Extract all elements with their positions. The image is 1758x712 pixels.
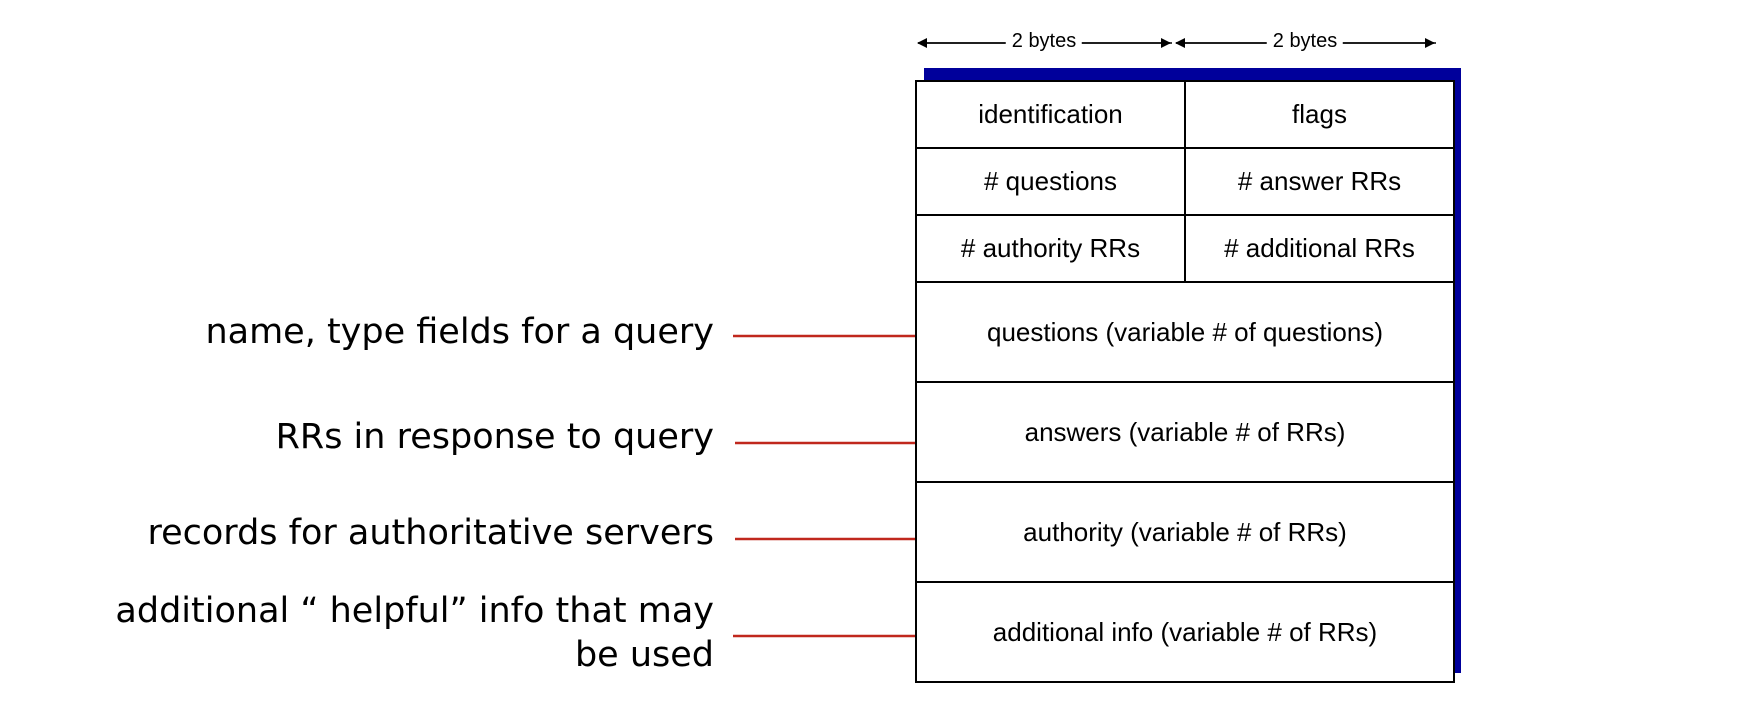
annotation-additional: additional “ helpful” info that may be u… (115, 589, 714, 677)
authority-rrs-count-field: # authority RRs (960, 233, 1141, 263)
questions-section-label: questions (variable # of questions) (986, 316, 1383, 347)
header-row-id-flags: identification flags (917, 82, 1453, 149)
authority-section: authority (variable # of RRs) (917, 483, 1453, 583)
right-width-label: 2 bytes (1266, 30, 1344, 53)
annotation-additional-line-2: be used (574, 635, 714, 675)
answers-section-label: answers (variable # of RRs) (1024, 416, 1346, 447)
flags-field: flags (1184, 82, 1453, 147)
additional-section-label: additional info (variable # of RRs) (992, 616, 1378, 647)
annotation-authority: records for authoritative servers (148, 511, 715, 555)
annotation-answers: RRs in response to query (276, 415, 714, 459)
additional-rrs-count-field: # additional RRs (1184, 216, 1453, 281)
left-width-label: 2 bytes (1005, 30, 1083, 53)
questions-count-field: # questions (984, 166, 1117, 196)
questions-section: questions (variable # of questions) (917, 283, 1453, 383)
authority-section-label: authority (variable # of RRs) (1023, 516, 1347, 547)
answers-section: answers (variable # of RRs) (917, 383, 1453, 483)
annotation-answers-line: RRs in response to query (275, 417, 714, 457)
annotation-additional-line-1: additional “ helpful” info that may (115, 591, 714, 631)
identification-field: identification (978, 99, 1123, 129)
annotation-authority-line: records for authoritative servers (147, 513, 715, 553)
annotation-questions: name, type fields for a query (205, 310, 714, 354)
answer-rrs-count-field: # answer RRs (1184, 149, 1453, 214)
annotation-questions-line: name, type fields for a query (205, 312, 714, 352)
dns-message-format: identification flags # questions # answe… (915, 80, 1455, 683)
header-row-counts-2: # authority RRs # additional RRs (917, 216, 1453, 283)
header-row-counts-1: # questions # answer RRs (917, 149, 1453, 216)
additional-section: additional info (variable # of RRs) (917, 583, 1453, 683)
